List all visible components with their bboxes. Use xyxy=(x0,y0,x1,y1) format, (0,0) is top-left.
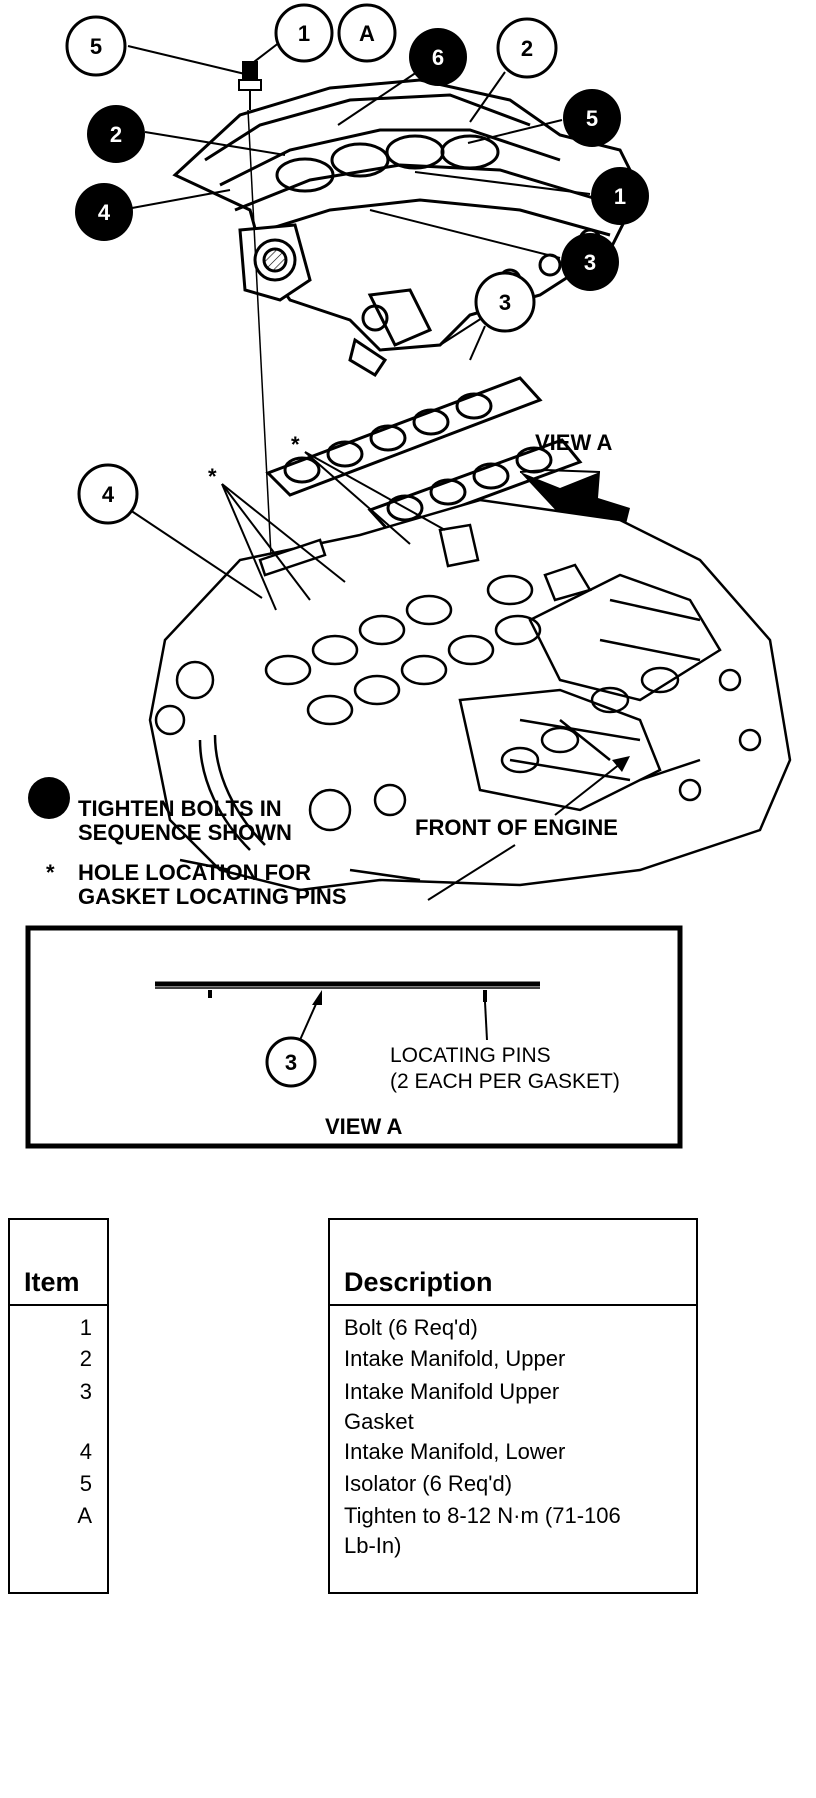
callout-upper-manifold-2: 2 xyxy=(469,17,558,123)
description-3: Intake Manifold Upper xyxy=(344,1379,560,1404)
description-3-cont: Gasket xyxy=(344,1409,414,1434)
svg-text:VIEW A: VIEW A xyxy=(325,1114,403,1139)
callout-lower-manifold-4: 4 xyxy=(77,463,263,599)
locating-pin-markers: * * xyxy=(208,432,446,611)
svg-text:2: 2 xyxy=(110,122,122,147)
svg-text:A: A xyxy=(359,21,375,46)
callout-sequence-5: 5 xyxy=(467,89,621,147)
svg-text:1: 1 xyxy=(298,21,310,46)
lower-intake-manifold-engine xyxy=(148,498,792,892)
description-A-cont: Lb-In) xyxy=(344,1533,402,1558)
svg-text:(2 EACH PER GASKET): (2 EACH PER GASKET) xyxy=(390,1070,620,1093)
description-A: Tighten to 8-12 N·m (71-106 xyxy=(344,1503,621,1528)
callout-torque-A: A xyxy=(337,3,397,63)
svg-text:HOLE LOCATION FOR: HOLE LOCATION FOR xyxy=(78,860,311,885)
svg-text:SEQUENCE SHOWN: SEQUENCE SHOWN xyxy=(78,820,292,845)
view-a-arrow-label: VIEW A xyxy=(535,430,613,455)
svg-text:*: * xyxy=(208,464,217,489)
item-5: 5 xyxy=(79,1471,92,1496)
lower-manifold-ports xyxy=(264,574,542,726)
view-a-arrow xyxy=(520,472,630,545)
svg-text:*: * xyxy=(291,432,300,457)
description-header: Description xyxy=(344,1267,493,1297)
callout-sequence-3: 3 xyxy=(369,209,619,291)
upper-gasket-right xyxy=(367,438,583,534)
svg-text:2: 2 xyxy=(521,36,533,61)
svg-text:4: 4 xyxy=(102,482,115,507)
svg-text:3: 3 xyxy=(584,250,596,275)
svg-text:LOCATING PINS: LOCATING PINS xyxy=(390,1044,551,1067)
svg-text:TIGHTEN BOLTS IN: TIGHTEN BOLTS IN xyxy=(78,796,282,821)
upper-gasket-left xyxy=(265,376,543,497)
item-A: A xyxy=(77,1503,92,1528)
svg-text:3: 3 xyxy=(285,1050,297,1075)
svg-text:FRONT OF ENGINE: FRONT OF ENGINE xyxy=(415,815,618,840)
item-2: 2 xyxy=(79,1346,92,1371)
svg-text:3: 3 xyxy=(499,290,511,315)
front-of-engine-indicator: FRONT OF ENGINE xyxy=(415,756,630,901)
view-a-detail: 3 LOCATING PINS (2 EACH PER GASKET) VIEW… xyxy=(25,925,683,1149)
description-5: Isolator (6 Req'd) xyxy=(344,1471,513,1496)
legend: TIGHTEN BOLTS IN SEQUENCE SHOWN * HOLE L… xyxy=(28,777,347,909)
svg-text:4: 4 xyxy=(98,200,111,225)
item-1: 1 xyxy=(79,1315,92,1340)
item-3: 3 xyxy=(79,1379,92,1404)
callout-gasket-3: 3 xyxy=(439,271,536,361)
svg-text:1: 1 xyxy=(614,184,626,209)
svg-text:5: 5 xyxy=(586,106,598,131)
item-4: 4 xyxy=(79,1439,92,1464)
description-column: Description Bolt (6 Req'd) Intake Manifo… xyxy=(328,1218,698,1594)
item-header: Item xyxy=(24,1267,80,1297)
callout-sequence-6: 6 xyxy=(337,28,467,126)
callout-isolator-5: 5 xyxy=(65,15,246,77)
description-1: Bolt (6 Req'd) xyxy=(344,1315,478,1340)
callout-sequence-2: 2 xyxy=(87,105,286,163)
description-2: Intake Manifold, Upper xyxy=(344,1346,566,1371)
svg-text:6: 6 xyxy=(432,45,444,70)
svg-text:GASKET LOCATING PINS: GASKET LOCATING PINS xyxy=(78,884,347,909)
callout-sequence-1: 1 xyxy=(414,167,649,225)
svg-text:*: * xyxy=(46,860,55,885)
item-column: Item 1 2 3 4 5 A xyxy=(8,1218,109,1594)
svg-text:5: 5 xyxy=(90,34,102,59)
callout-sequence-4: 4 xyxy=(75,183,231,241)
callout-bolt-1: 1 xyxy=(249,3,334,66)
description-4: Intake Manifold, Lower xyxy=(344,1439,566,1464)
